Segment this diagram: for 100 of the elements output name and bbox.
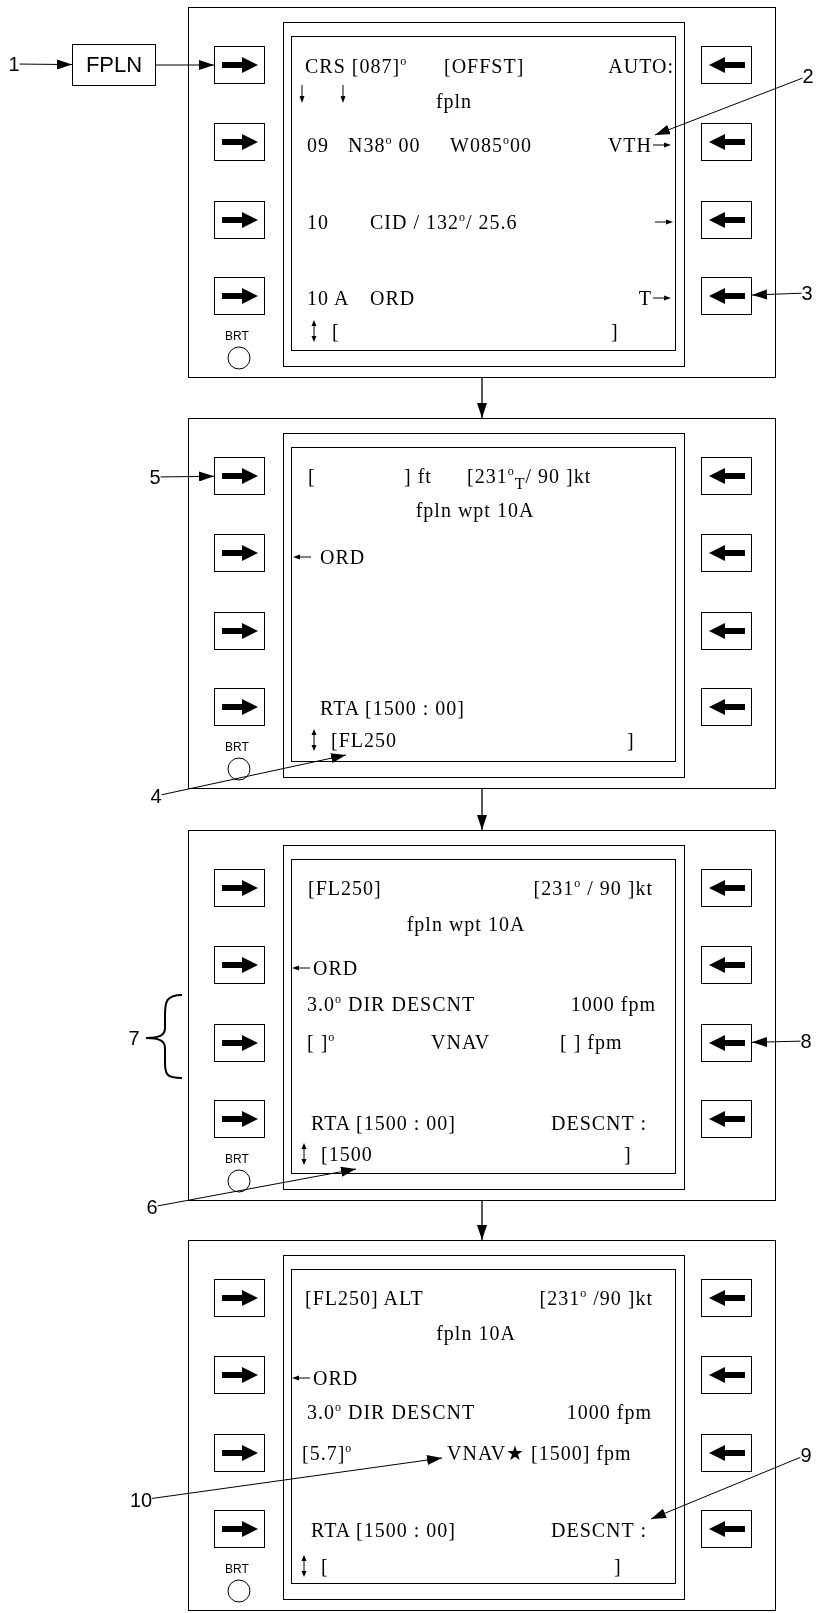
screen-text: ORD — [313, 1367, 359, 1389]
screen-text: fpln wpt 10A — [406, 913, 526, 935]
soft-key — [214, 1510, 265, 1548]
screen-text: DESCNT : — [551, 1112, 647, 1134]
screen-text: ] — [614, 1555, 622, 1577]
callout-number: 2 — [802, 65, 814, 87]
soft-key — [214, 1356, 265, 1394]
screen-text: [231$^{o}$ /90 ]kt — [539, 1287, 653, 1309]
soft-key — [701, 277, 752, 315]
soft-key — [214, 46, 265, 84]
leader-line — [751, 289, 802, 300]
screen-text: DESCNT : — [551, 1519, 647, 1541]
leader-line — [161, 753, 347, 796]
soft-key — [701, 46, 752, 84]
soft-key — [701, 612, 752, 650]
soft-key — [214, 946, 265, 984]
soft-key — [701, 1434, 752, 1472]
screen-text: 1000 fpm — [570, 993, 656, 1015]
soft-key — [214, 1100, 265, 1138]
leader-line — [151, 1455, 443, 1499]
screen-text: fpln — [435, 90, 473, 112]
soft-key — [214, 869, 265, 907]
screen-text: 3.0$^{o}$ DIR DESCNT — [307, 1401, 476, 1423]
panel-label: BRT — [225, 328, 249, 345]
leader-line — [160, 471, 215, 482]
screen-text: [ ]$^{o}$ — [307, 1031, 336, 1053]
screen-text: fpln wpt 10A — [415, 499, 535, 521]
soft-key — [701, 1510, 752, 1548]
screen-text: RTA [1500 : 00] — [311, 1519, 456, 1541]
callout-number: 4 — [150, 785, 162, 807]
soft-key — [701, 534, 752, 572]
soft-key — [214, 688, 265, 726]
soft-key — [701, 201, 752, 239]
callout-number: 6 — [146, 1196, 158, 1218]
screen-text: ] — [627, 729, 635, 751]
soft-key — [701, 869, 752, 907]
screen-text: [1500 — [321, 1143, 373, 1165]
soft-key — [214, 277, 265, 315]
leader-line — [19, 59, 73, 70]
callout-number: 10 — [129, 1489, 153, 1511]
soft-key — [214, 1279, 265, 1317]
screen-text: [231$^{o}$$_{T}$/ 90 ]kt — [467, 465, 592, 487]
screen-text: ] — [624, 1143, 632, 1165]
soft-key — [701, 688, 752, 726]
callout-number: 5 — [149, 466, 161, 488]
soft-key — [214, 534, 265, 572]
screen-text: [FL250] ALT — [305, 1287, 424, 1309]
arrow — [477, 377, 487, 419]
screen-text: RTA [1500 : 00] — [320, 697, 465, 719]
callout-number: 3 — [801, 282, 813, 304]
panel-label: 7 — [128, 1027, 140, 1049]
screen-text: 1000 fpm — [566, 1401, 652, 1423]
screen-text: 10 A — [307, 287, 350, 309]
screen-text: CRS [087]$^{o}$ — [305, 55, 408, 77]
screen-text: VNAV★ — [447, 1442, 526, 1464]
soft-key — [214, 123, 265, 161]
panel-label: BRT — [225, 1151, 249, 1168]
leader-line — [654, 77, 803, 136]
leader-line — [157, 1166, 357, 1207]
display-unit-panel — [188, 1240, 776, 1611]
screen-text: ] — [611, 320, 619, 342]
screen-text: 09 — [307, 134, 329, 156]
screen-text: ] ft — [404, 465, 432, 487]
screen-text: VTH — [607, 134, 652, 156]
soft-key — [701, 123, 752, 161]
screen-text: 10 — [307, 211, 329, 233]
screen-text: VNAV — [431, 1031, 491, 1053]
screen-text: [ ] fpm — [560, 1031, 623, 1053]
callout-number: 8 — [800, 1030, 812, 1052]
soft-key — [701, 1279, 752, 1317]
screen-text: 3.0$^{o}$ DIR DESCNT — [307, 993, 476, 1015]
screen-text: [ — [321, 1555, 329, 1577]
screen-text: [FL250 — [331, 729, 397, 751]
screen-text: [5.7]$^{o}$ — [302, 1442, 353, 1464]
screen-text: [ — [308, 465, 316, 487]
screen-text: ORD — [313, 957, 359, 979]
screen-text: W085$^{o}$00 — [450, 134, 532, 156]
screen-text: CID / 132$^{o}$/ 25.6 — [370, 211, 518, 233]
leader-line — [650, 1456, 801, 1520]
callout-number: 1 — [8, 53, 20, 75]
screen-text: ORD — [320, 546, 366, 568]
screen-text: T — [638, 287, 652, 309]
soft-key — [214, 1024, 265, 1062]
display-unit-panel — [188, 7, 776, 378]
display-unit-panel — [188, 830, 776, 1201]
display-unit-panel — [188, 418, 776, 789]
soft-key — [701, 946, 752, 984]
soft-key — [214, 201, 265, 239]
arrow — [477, 788, 487, 831]
panel-label: BRT — [225, 1561, 249, 1578]
screen-text: [OFFST] — [444, 55, 525, 77]
screen-text: ORD — [370, 287, 416, 309]
arrow — [155, 60, 215, 70]
soft-key — [701, 1356, 752, 1394]
soft-key — [701, 1024, 752, 1062]
callout-number: 9 — [800, 1444, 812, 1466]
arrow — [477, 1200, 487, 1241]
screen-text: [ — [332, 320, 340, 342]
screen-text: [231$^{o}$ / 90 ]kt — [533, 877, 653, 899]
leader-line — [751, 1037, 801, 1047]
